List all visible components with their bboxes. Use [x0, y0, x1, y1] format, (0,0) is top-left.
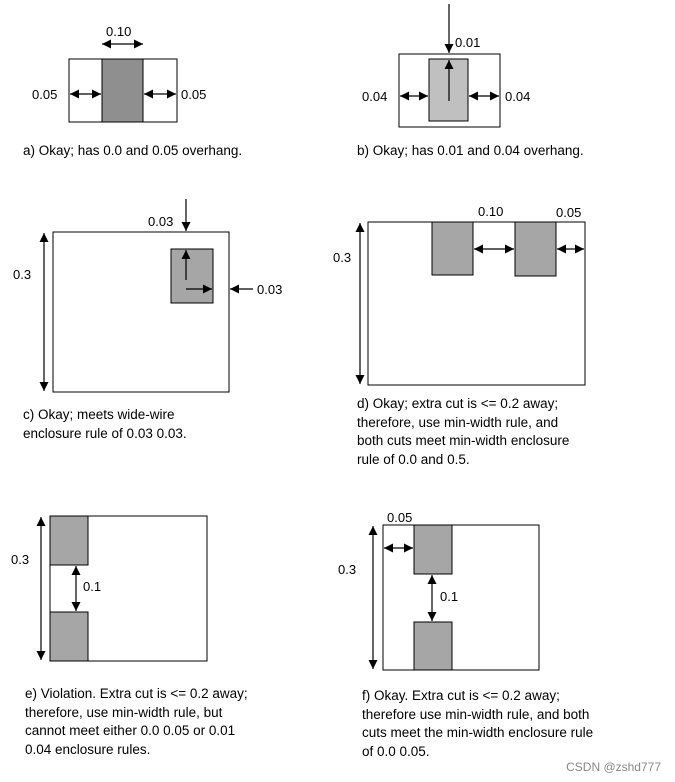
caption-line: enclosure rule of 0.03 0.03.	[23, 425, 187, 441]
panel-c-top-label: 0.03	[148, 214, 173, 229]
panel-e-gap-label: 0.1	[83, 579, 101, 594]
caption-line: therefore use min-width rule, and both	[362, 706, 590, 722]
caption-line: rule of 0.0 and 0.5.	[357, 451, 470, 467]
panel-c-right-label: 0.03	[257, 282, 282, 297]
panel-f-cut-bottom	[413, 621, 453, 671]
panel-c-height-label: 0.3	[13, 267, 31, 282]
panel-d-gap-label: 0.10	[478, 204, 503, 219]
panel-b-right-label: 0.04	[505, 89, 530, 104]
panel-e-caption: e) Violation. Extra cut is <= 0.2 away; …	[25, 685, 248, 759]
caption-line: therefore, use min-width rule, but	[25, 704, 223, 720]
panel-a: 0.10 0.05 0.05	[32, 24, 206, 123]
panel-b: 0.01 0.04 0.04	[362, 4, 530, 128]
panel-f-caption: f) Okay. Extra cut is <= 0.2 away; there…	[362, 687, 593, 761]
panel-e-cut-bottom	[49, 611, 89, 662]
panel-f-height-label: 0.3	[338, 562, 356, 577]
caption-line: both cuts meet min-width enclosure	[357, 433, 570, 448]
panel-b-top-label: 0.01	[455, 35, 480, 50]
panel-c: 0.3 0.03 0.03	[13, 199, 282, 393]
panel-b-caption: b) Okay; has 0.01 and 0.04 overhang.	[357, 142, 584, 161]
panel-d-height-label: 0.3	[333, 250, 351, 265]
caption-line: a) Okay; has 0.0 and 0.05 overhang.	[23, 143, 243, 158]
caption-line: e) Violation. Extra cut is <= 0.2 away;	[25, 686, 248, 701]
panel-c-cut	[170, 248, 214, 304]
panel-b-left-label: 0.04	[362, 89, 387, 104]
panel-e-cut-top	[49, 515, 89, 566]
panel-e-height-label: 0.3	[11, 552, 29, 567]
panel-f: 0.3 0.05 0.1	[338, 510, 540, 671]
panel-f-gap-label: 0.1	[440, 589, 458, 604]
panel-d: 0.3 0.10 0.05	[333, 204, 586, 386]
caption-line: cannot meet either 0.0 0.05 or 0.01	[25, 723, 236, 738]
caption-line: d) Okay; extra cut is <= 0.2 away;	[357, 396, 559, 411]
caption-line: f) Okay. Extra cut is <= 0.2 away;	[362, 688, 560, 703]
panel-d-cut-right	[514, 221, 557, 277]
panel-d-caption: d) Okay; extra cut is <= 0.2 away; there…	[357, 395, 569, 469]
caption-line: c) Okay; meets wide-wire	[23, 407, 175, 422]
panel-c-caption: c) Okay; meets wide-wire enclosure rule …	[23, 406, 187, 443]
panel-a-caption: a) Okay; has 0.0 and 0.05 overhang.	[23, 142, 242, 161]
caption-line: of 0.0 0.05.	[362, 743, 430, 759]
watermark: CSDN @zshd777	[566, 760, 661, 774]
panel-f-cut-top	[413, 524, 453, 575]
panel-a-top-label: 0.10	[106, 24, 131, 39]
panel-d-edge-label: 0.05	[556, 205, 581, 220]
panel-d-cut-left	[431, 221, 474, 276]
caption-line: cuts meet the min-width enclosure rule	[362, 725, 594, 740]
panel-f-metal	[382, 524, 540, 671]
caption-line: b) Okay; has 0.01 and 0.04 overhang.	[357, 143, 584, 158]
panel-f-left-label: 0.05	[387, 510, 412, 525]
panel-e: 0.3 0.1	[11, 515, 208, 662]
panel-a-cut	[101, 58, 144, 123]
caption-line: therefore, use min-width rule, and	[357, 414, 559, 430]
panel-a-right-label: 0.05	[181, 87, 206, 102]
panel-a-left-label: 0.05	[32, 87, 57, 102]
caption-line: 0.04 enclosure rules.	[25, 741, 151, 757]
